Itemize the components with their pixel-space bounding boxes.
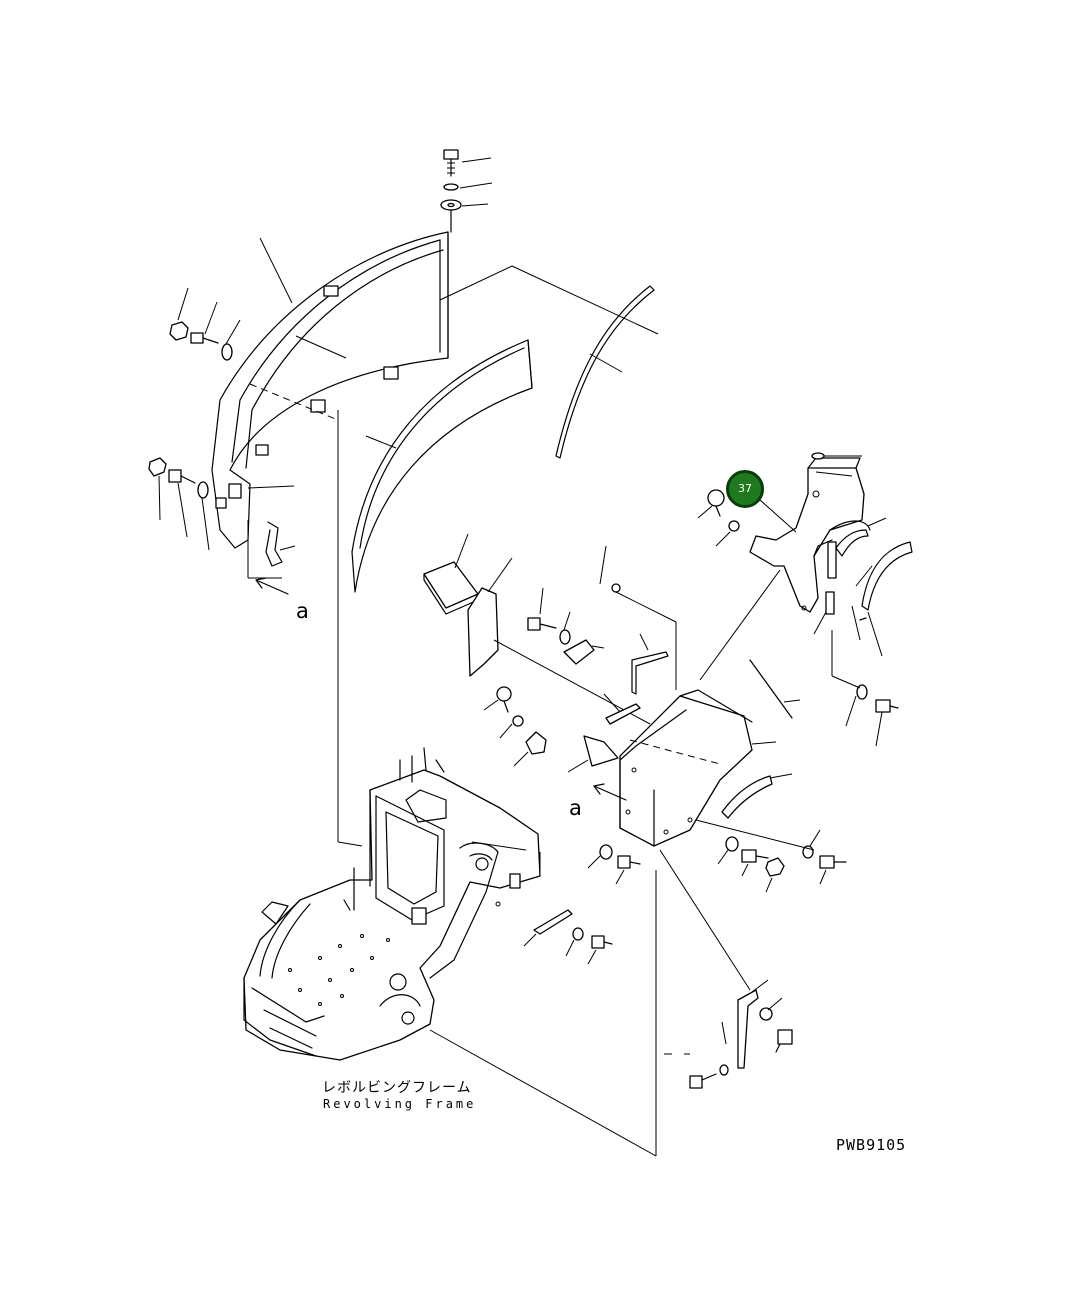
drawing-code: PWB9105 xyxy=(836,1136,907,1154)
pin-short xyxy=(603,693,641,725)
view-arrow-center xyxy=(593,783,627,801)
mid-bolt-set xyxy=(527,587,571,645)
curved-plate-lower xyxy=(721,773,793,819)
long-rod xyxy=(749,659,801,719)
stay-bracket xyxy=(664,979,793,1089)
center-curved-strip xyxy=(555,285,655,459)
view-letter-center: a xyxy=(569,796,582,820)
center-curved-panel xyxy=(351,339,533,593)
left-fasteners-lower xyxy=(148,457,210,551)
view-arrow-left xyxy=(247,520,289,595)
right-fasteners xyxy=(831,630,899,747)
clip-part xyxy=(563,639,605,665)
left-curved-panel xyxy=(211,231,449,567)
right-housing-bracket xyxy=(749,452,871,615)
seal-strip xyxy=(467,557,513,677)
frame-label-english: Revolving Frame xyxy=(323,1097,477,1111)
frame-label-japanese: レボルビングフレーム xyxy=(322,1080,472,1096)
top-bolt-stack xyxy=(440,149,493,233)
frame-bracket-bolt xyxy=(523,909,613,965)
callout-badge-37[interactable]: 37 xyxy=(726,470,764,508)
revolving-frame xyxy=(243,747,541,1061)
rubber-pad-square xyxy=(423,533,479,615)
small-washer-top xyxy=(599,545,677,690)
main-cover-box xyxy=(619,569,781,847)
box-fasteners xyxy=(587,819,847,893)
curved-guide-rails xyxy=(813,517,913,657)
rod-bent xyxy=(631,633,669,695)
callout-bolt-set xyxy=(697,489,740,547)
view-letter-left: a xyxy=(296,599,309,623)
bracket-plate-mid xyxy=(567,735,619,773)
lever-fastener xyxy=(483,686,547,767)
left-fasteners-upper xyxy=(169,287,241,361)
